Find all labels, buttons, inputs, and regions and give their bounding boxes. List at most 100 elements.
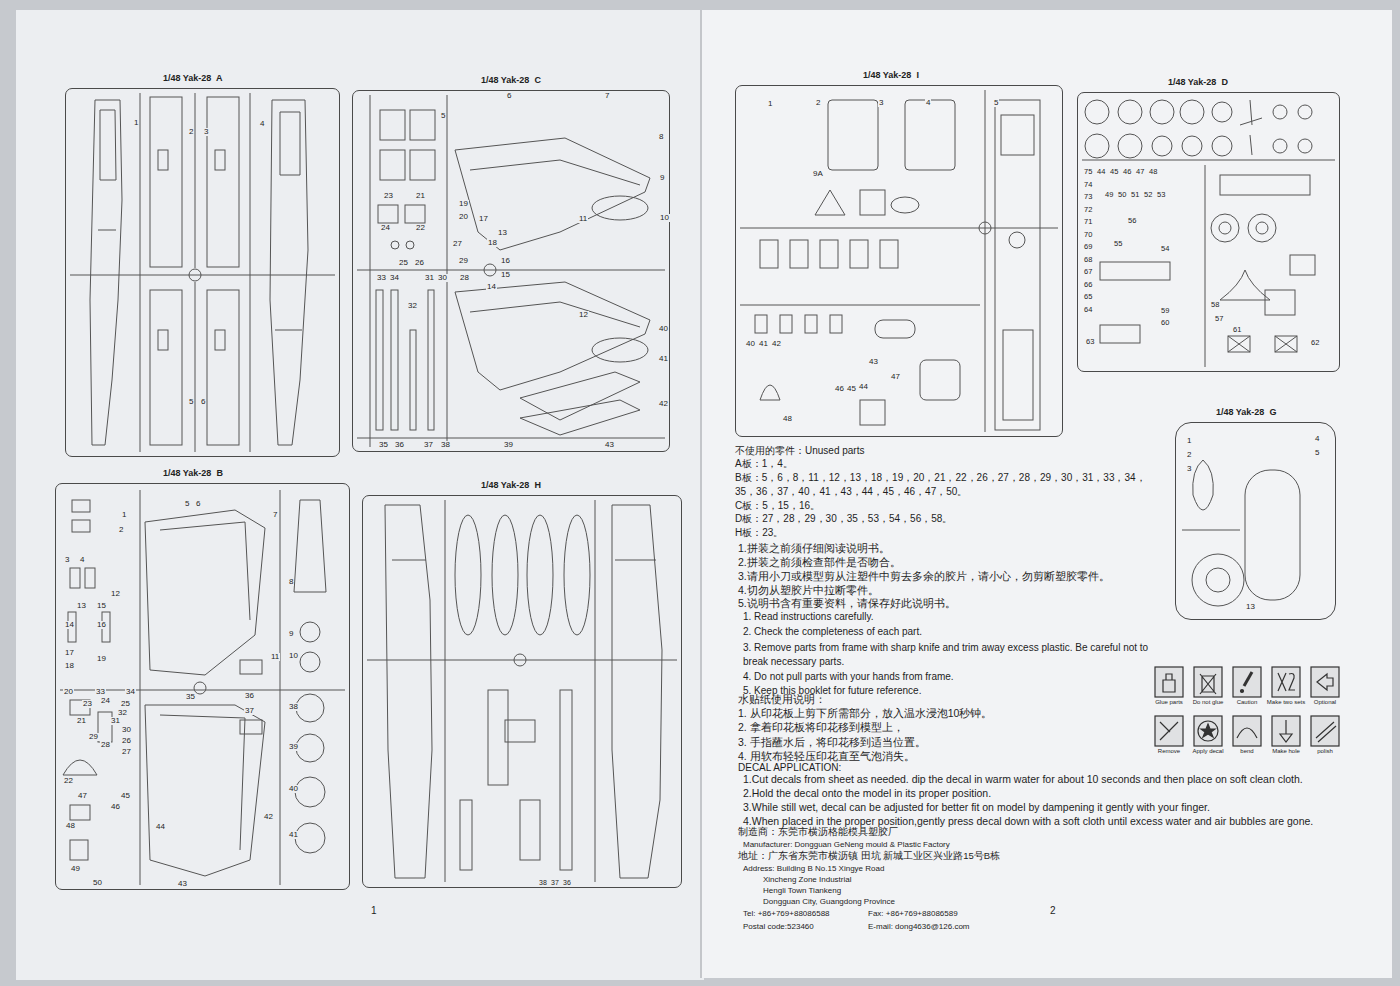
sprue-rect xyxy=(850,240,868,268)
part-number: 8 xyxy=(658,133,664,141)
part-number: 10 xyxy=(288,652,299,660)
part-number: 58 xyxy=(1210,301,1220,309)
sprue-rect xyxy=(70,805,90,820)
part-number: 33 xyxy=(95,688,106,696)
sprue-rect xyxy=(215,150,225,170)
sprue-rect xyxy=(1155,667,1183,697)
sprue-circle xyxy=(295,777,325,807)
symbol-caption: Remove xyxy=(1147,748,1191,755)
part-number: 75 xyxy=(1083,168,1093,176)
instruction-text: DECAL APPLICATION: xyxy=(738,762,841,774)
sprue-line xyxy=(250,93,251,452)
sprue-polygon xyxy=(294,500,326,592)
sprue-line xyxy=(1182,530,1240,531)
part-number: 41 xyxy=(758,340,769,348)
sprue-circle xyxy=(300,652,320,672)
sprue-line xyxy=(445,500,446,882)
part-number: 28 xyxy=(459,274,470,282)
part-number: 32 xyxy=(117,709,128,717)
part-number: 18 xyxy=(64,662,75,670)
part-number: 1 xyxy=(767,100,773,108)
symbol-caption: Optional xyxy=(1303,699,1347,706)
sprue-path xyxy=(760,385,780,400)
sprue-circle xyxy=(1212,136,1232,156)
sprue-ellipse xyxy=(492,515,518,635)
sprue-line xyxy=(280,490,281,885)
instruction-text: 4. Do not pull parts with your hands fro… xyxy=(743,671,954,683)
part-number: 7 xyxy=(272,511,278,519)
sprue-ellipse xyxy=(592,338,648,362)
part-number: 42 xyxy=(263,813,274,821)
part-number: 22 xyxy=(415,224,426,232)
sprue-circle xyxy=(295,823,325,853)
part-number: 6 xyxy=(200,398,206,406)
part-number: 25 xyxy=(120,700,131,708)
part-number: 9 xyxy=(288,630,294,638)
sprue-rect xyxy=(1233,667,1261,697)
sprue-title: 1/48 Yak-28 D xyxy=(1166,77,1230,87)
instruction-text: 4. 用软布轻轻压印花直至气泡消失。 xyxy=(738,750,915,762)
part-number: 27 xyxy=(452,240,463,248)
sprue-rect xyxy=(830,315,842,333)
sprue-frame: 1/48 Yak-28 D xyxy=(1077,92,1340,372)
part-number: 3 xyxy=(203,128,209,136)
part-number: 49 xyxy=(1104,191,1114,199)
sprue-circle xyxy=(406,241,414,249)
instruction-text: Manufacturer: Dongguan GeNeng mould & Pl… xyxy=(743,840,950,849)
part-number: 3 xyxy=(64,556,70,564)
sprue-polygon xyxy=(455,138,650,250)
part-number: 61 xyxy=(1232,326,1242,334)
part-number: 3 xyxy=(1186,465,1192,473)
part-number: 1 xyxy=(121,511,127,519)
instruction-text: 2.Hold the decal onto the model in its p… xyxy=(743,787,991,799)
part-number: 21 xyxy=(415,192,426,200)
sprue-rect xyxy=(70,568,80,588)
part-number: 28 xyxy=(100,741,111,749)
sprue-circle xyxy=(1198,721,1218,741)
part-number: 20 xyxy=(458,213,469,221)
sprue-path xyxy=(1240,100,1262,155)
sprue-line xyxy=(985,90,986,432)
sprue-circle xyxy=(1298,139,1312,153)
sprue-path xyxy=(1317,674,1333,690)
sprue-circle xyxy=(391,241,399,249)
sprue-rect xyxy=(520,800,540,860)
sprue-ellipse xyxy=(564,515,590,635)
part-number: 53 xyxy=(1156,191,1166,199)
sprue-rect xyxy=(1272,667,1300,697)
part-number: 17 xyxy=(478,215,489,223)
sprue-rect xyxy=(240,720,262,734)
part-number: 24 xyxy=(100,697,111,705)
sprue-title: 1/48 Yak-28 H xyxy=(479,480,543,490)
sprue-line xyxy=(367,660,677,661)
instruction-text: 3. 手指蘸水后，将印花移到适当位置。 xyxy=(738,736,926,748)
part-number: 54 xyxy=(1160,245,1170,253)
sprue-rect xyxy=(1220,175,1310,195)
part-number: 29 xyxy=(88,733,99,741)
sprue-ellipse xyxy=(891,197,919,213)
sprue-rect xyxy=(1272,716,1300,746)
part-number: 33 xyxy=(376,274,387,282)
part-number: 5 xyxy=(1314,449,1320,457)
sprue-rect xyxy=(1311,667,1339,697)
sprue-polygon xyxy=(145,705,265,876)
sprue-path xyxy=(1316,722,1336,742)
part-number: 74 xyxy=(1083,181,1093,189)
part-number: 6 xyxy=(195,500,201,508)
sprue-circle xyxy=(1211,214,1239,242)
sprue-rect xyxy=(805,315,817,333)
part-number: 47 xyxy=(1135,168,1145,176)
sprue-rect xyxy=(72,500,90,512)
part-number: 22 xyxy=(63,777,74,785)
sprue-circle xyxy=(1118,134,1142,158)
part-number: 37 xyxy=(244,707,255,715)
part-number: 1 xyxy=(370,906,378,916)
sprue-line xyxy=(140,93,141,452)
part-number: 48 xyxy=(1148,168,1158,176)
sprue-line xyxy=(140,490,141,885)
instruction-text: Address: Building B No.15 Xingye Road xyxy=(743,864,884,873)
sprue-rect xyxy=(790,240,808,268)
sprue-polygon xyxy=(520,400,640,435)
sprue-ellipse xyxy=(592,196,648,220)
